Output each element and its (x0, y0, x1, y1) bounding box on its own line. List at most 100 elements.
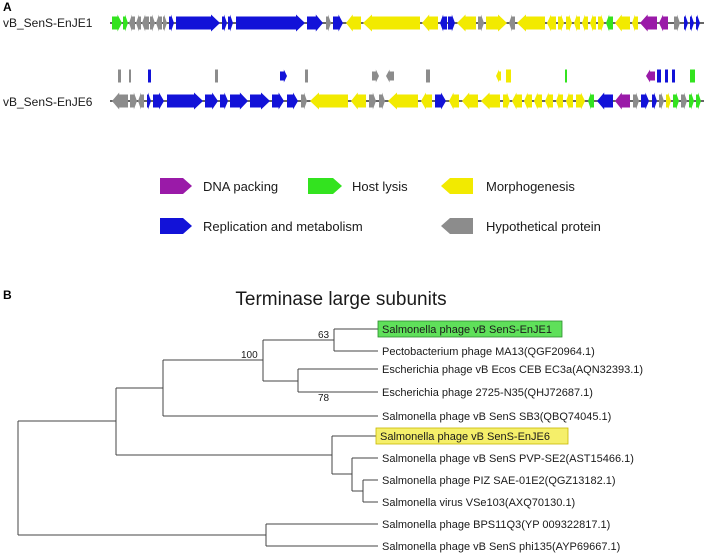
bootstrap-value: 100 (241, 350, 258, 361)
gene-arrow-yellow (486, 14, 507, 32)
gene-arrow-green (123, 14, 128, 32)
gene-arrow-gray (509, 14, 515, 32)
gene-arrow-yellow (506, 69, 511, 83)
gene-arrow-blue (272, 92, 284, 110)
tree-leaf-label: Escherichia phage vB Ecos CEB EC3a(AQN32… (382, 364, 643, 376)
gene-arrow-yellow (574, 14, 580, 32)
gene-arrow-purple (659, 14, 668, 32)
gene-arrow-green (565, 69, 567, 83)
gene-arrow-yellow (615, 14, 630, 32)
gene-arrow-blue (169, 14, 174, 32)
gene-arrow-gray (478, 14, 484, 32)
gene-arrow-yellow (576, 92, 585, 110)
gene-arrow-yellow (598, 14, 604, 32)
tree-leaf-label: Escherichia phage 2725-N35(QHJ72687.1) (382, 387, 593, 399)
gene-arrow-gray (633, 92, 639, 110)
gene-arrow-green (673, 92, 679, 110)
gene-arrow-blue (684, 14, 688, 32)
gene-arrow-gray (138, 92, 144, 110)
gene-arrow-green (690, 69, 695, 83)
legend: DNA packing Host lysis Morphogenesis Rep… (160, 178, 601, 234)
gene-arrow-green (606, 14, 613, 32)
gene-arrow-blue (147, 92, 151, 110)
gene-arrow-yellow (632, 14, 638, 32)
gene-arrow-blue (641, 92, 649, 110)
gene-arrow-yellow (449, 92, 459, 110)
legend-swatch-hypothetical (441, 218, 473, 234)
gene-arrow-yellow (566, 14, 572, 32)
gene-arrow-blue (280, 69, 287, 83)
gene-arrow-blue (167, 92, 203, 110)
tree-title: Terminase large subunits (235, 289, 446, 310)
gene-arrow-purple (640, 14, 657, 32)
gene-arrow-yellow (534, 92, 542, 110)
gene-arrow-yellow (422, 14, 438, 32)
gene-arrow-blue (148, 69, 151, 83)
gene-arrow-blue (222, 14, 227, 32)
bootstrap-value: 78 (318, 393, 330, 404)
gene-arrow-blue (176, 14, 220, 32)
genome2-label: vB_SenS-EnJE6 (3, 95, 93, 109)
tree-leaf-label: Salmonella phage vB SenS-EnJE6 (380, 431, 550, 443)
gene-arrow-blue (435, 92, 446, 110)
legend-label-hypothetical: Hypothetical protein (486, 219, 601, 234)
gene-arrow-gray (305, 69, 308, 83)
tree-leaf-label: Salmonella phage BPS11Q3(YP 009322817.1) (382, 519, 610, 531)
gene-arrow-gray (369, 92, 376, 110)
gene-arrow-blue (236, 14, 305, 32)
gene-arrow-gray (386, 69, 394, 83)
gene-arrow-green (689, 92, 694, 110)
gene-arrow-blue (250, 92, 270, 110)
gene-arrow-yellow (517, 14, 545, 32)
gene-arrow-yellow (666, 92, 671, 110)
gene-arrow-gray (301, 92, 307, 110)
gene-arrow-yellow (421, 92, 432, 110)
tree-leaf-label: Pectobacterium phage MA13(QGF20964.1) (382, 346, 595, 358)
genome2-insertion-track (118, 69, 695, 83)
gene-arrow-green (588, 92, 594, 110)
genome1-label: vB_SenS-EnJE1 (3, 16, 93, 30)
tree-leaf-label: Salmonella phage vB SenS phi135(AYP69667… (382, 541, 620, 553)
gene-arrow-gray (136, 14, 141, 32)
gene-arrow-yellow (582, 14, 588, 32)
legend-label-host-lysis: Host lysis (352, 179, 408, 194)
gene-arrow-yellow (310, 92, 348, 110)
gene-arrow-blue (205, 92, 218, 110)
gene-arrow-gray (118, 69, 121, 83)
gene-arrow-blue (597, 92, 613, 110)
legend-item-hypothetical: Hypothetical protein (441, 218, 601, 234)
phylogenetic-tree (17, 328, 378, 547)
genome1-gene-map (112, 14, 700, 32)
legend-item-host-lysis: Host lysis (308, 178, 408, 194)
gene-arrow-blue (230, 92, 248, 110)
gene-arrow-yellow (481, 92, 500, 110)
legend-label-morphogenesis: Morphogenesis (486, 179, 575, 194)
gene-arrow-gray (112, 92, 128, 110)
legend-label-replication: Replication and metabolism (203, 219, 363, 234)
gene-arrow-blue (672, 69, 675, 83)
gene-arrow-purple (615, 92, 630, 110)
gene-arrow-yellow (388, 92, 418, 110)
gene-arrow-gray (156, 14, 162, 32)
legend-item-dna-packing: DNA packing (160, 178, 278, 194)
gene-arrow-gray (142, 14, 149, 32)
gene-arrow-gray (372, 69, 379, 83)
legend-swatch-replication (160, 218, 192, 234)
legend-swatch-host-lysis (308, 178, 342, 194)
legend-item-replication: Replication and metabolism (160, 218, 363, 234)
gene-arrow-yellow (512, 92, 522, 110)
panel-b-label: B (3, 288, 12, 302)
gene-arrow-yellow (558, 14, 564, 32)
gene-arrow-gray (129, 69, 131, 83)
gene-arrow-yellow (363, 14, 420, 32)
gene-arrow-gray (163, 14, 167, 32)
gene-arrow-yellow (556, 92, 563, 110)
gene-arrow-blue (440, 14, 447, 32)
gene-arrow-yellow (457, 14, 476, 32)
gene-arrow-yellow (566, 92, 573, 110)
tree-leaf-labels: Salmonella phage vB SenS-EnJE1 Pectobact… (375, 320, 643, 553)
gene-arrow-gray (130, 92, 137, 110)
legend-item-morphogenesis: Morphogenesis (441, 178, 575, 194)
gene-arrow-gray (379, 92, 385, 110)
